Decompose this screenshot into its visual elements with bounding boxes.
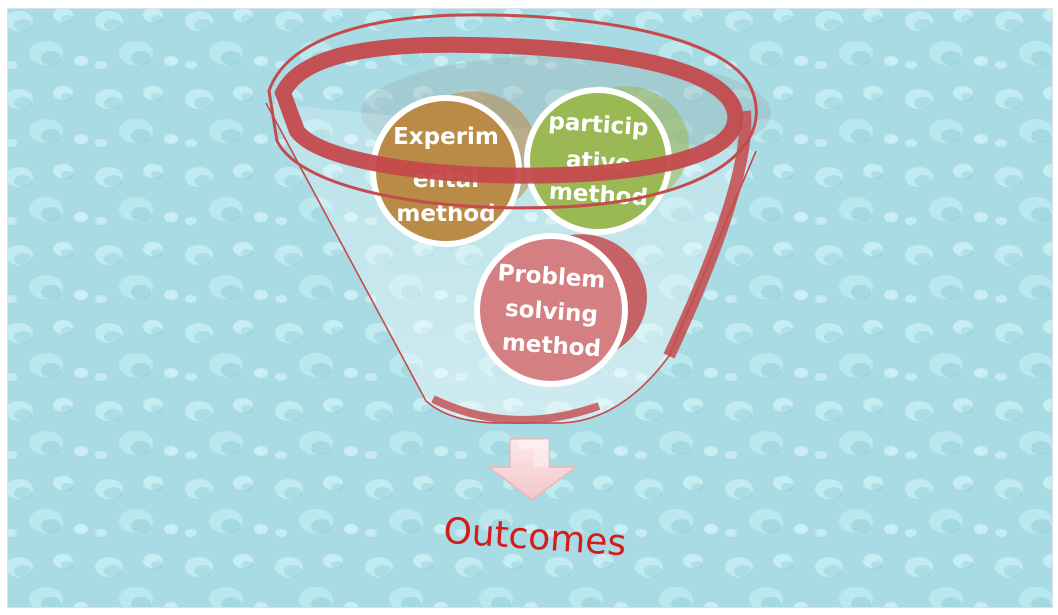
funnel-outlet-rim: [431, 395, 601, 424]
experimental-label-line: Experim: [393, 124, 499, 150]
down-arrow-icon: [486, 438, 579, 501]
funnel-rim: [267, 13, 758, 359]
problem-solving-circle: [474, 233, 628, 387]
problem-solving-label-line: solving: [504, 296, 599, 328]
funnel-diagram: ExperimentalmethodProblemsolvingmethodpa…: [8, 9, 1052, 607]
